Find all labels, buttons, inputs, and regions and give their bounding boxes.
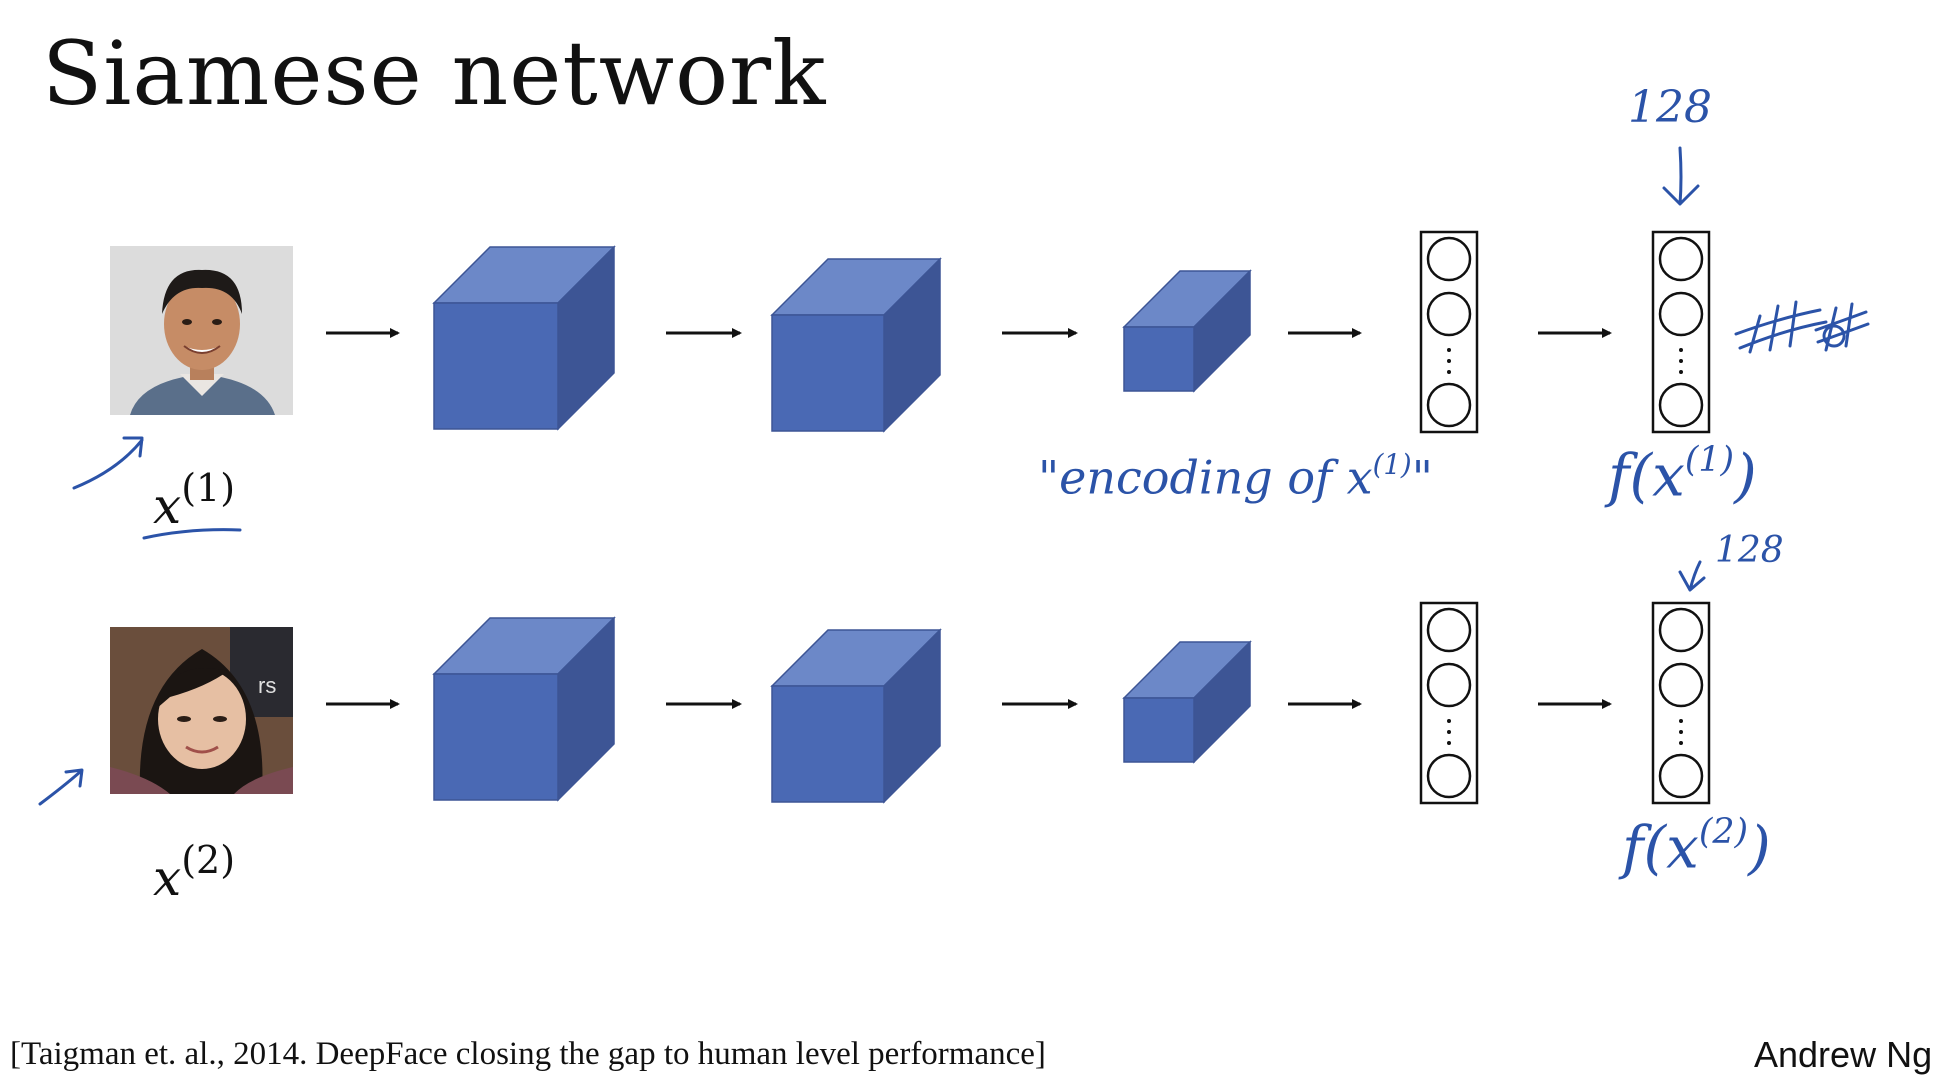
conv-block-3-row-1 [1122, 269, 1252, 393]
neuron-icon [1658, 662, 1704, 708]
neuron-icon [1658, 753, 1704, 799]
slide-title: Siamese network [42, 22, 827, 125]
encoding-layer-row-1 [1651, 230, 1711, 434]
down-arrow-icon [1678, 560, 1706, 592]
dimension-label-2: 128 [1715, 530, 1784, 571]
neuron-icon [1658, 607, 1704, 653]
input-label-1: x(1) [153, 466, 236, 535]
dimension-label-1: 128 [1628, 82, 1712, 133]
neuron-icon [1658, 236, 1704, 282]
output-label-2: f(x(2)) [1622, 812, 1771, 882]
encoding-layer-row-2 [1651, 601, 1711, 805]
neuron-icon [1658, 291, 1704, 337]
svg-text:rs: rs [258, 673, 276, 698]
fc-layer-row-2 [1419, 601, 1479, 805]
neuron-icon [1426, 662, 1472, 708]
conv-block-1-row-1 [432, 245, 616, 431]
conv-block-3-row-2 [1122, 640, 1252, 764]
underline-stroke [142, 528, 242, 540]
input-label-2: x(2) [153, 838, 236, 907]
conv-block-2-row-1 [770, 257, 942, 433]
neuron-icon [1426, 753, 1472, 799]
neuron-icon [1426, 607, 1472, 653]
hand-drawn-arrow-icon [72, 436, 144, 490]
neuron-icon [1426, 291, 1472, 337]
face-photo-1 [110, 246, 293, 415]
neuron-icon [1426, 382, 1472, 428]
citation: [Taigman et. al., 2014. DeepFace closing… [10, 1036, 1046, 1072]
output-label-1: f(x(1)) [1608, 440, 1757, 510]
neuron-icon [1658, 382, 1704, 428]
scribble-mark [1734, 300, 1828, 354]
down-arrow-icon [1662, 146, 1700, 206]
conv-block-2-row-2 [770, 628, 942, 804]
face-photo-2: rs [110, 627, 293, 794]
author-name: Andrew Ng [1754, 1034, 1933, 1075]
neuron-icon [1426, 236, 1472, 282]
conv-block-1-row-2 [432, 616, 616, 802]
encoding-annotation: "encoding of x(1)" [1038, 448, 1433, 505]
fc-layer-row-1 [1419, 230, 1479, 434]
scribble-mark [1814, 302, 1870, 352]
hand-drawn-arrow-icon [38, 768, 84, 806]
